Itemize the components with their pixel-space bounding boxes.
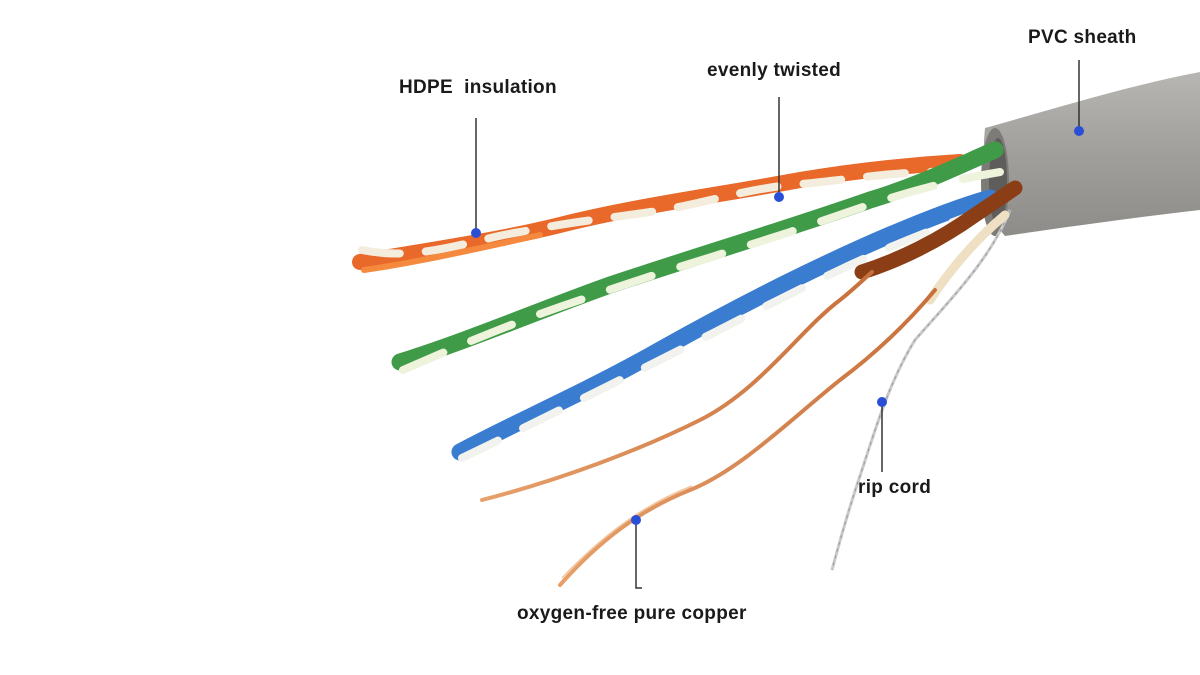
marker-dot-hdpe [471, 228, 481, 238]
blue-pair [451, 189, 999, 462]
label-hdpe-insulation: HDPE insulation [399, 77, 557, 98]
leader-lines [475, 60, 1080, 589]
marker-dot-rip-cord [877, 397, 887, 407]
label-rip-cord: rip cord [858, 477, 932, 498]
copper-conductors [480, 270, 937, 587]
label-evenly-twisted: evenly twisted [707, 60, 842, 81]
marker-dot-copper [631, 515, 641, 525]
label-pvc-sheath: PVC sheath [1028, 27, 1137, 48]
green-pair [391, 141, 1004, 374]
marker-dots [471, 126, 1084, 525]
orange-pair [352, 154, 968, 273]
marker-dot-twisted [774, 192, 784, 202]
label-copper: oxygen-free pure copper [517, 603, 747, 624]
rip-cord [830, 209, 1012, 571]
pvc-sheath [981, 72, 1200, 236]
marker-dot-pvc [1074, 126, 1084, 136]
